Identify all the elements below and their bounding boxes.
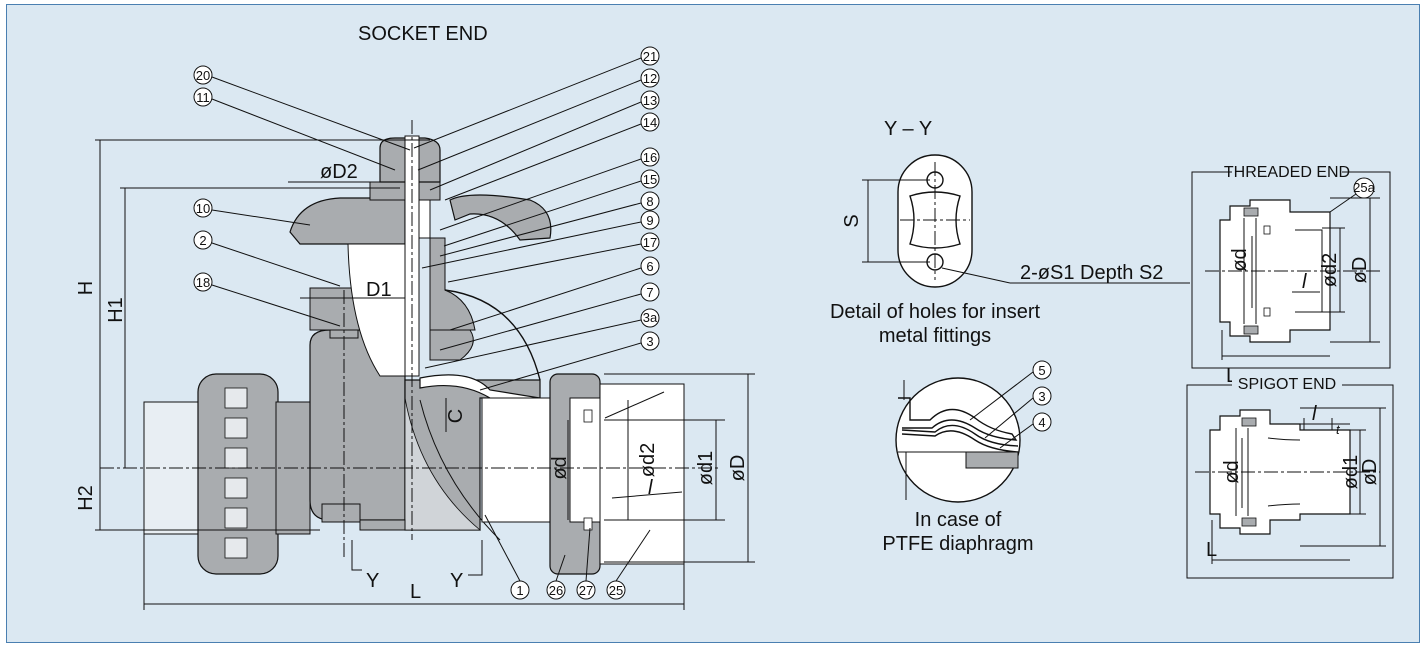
dim-holes: 2-øS1 Depth S2 [1020,262,1163,284]
section-mark-Y-left: Y [366,570,379,592]
part-6: 6 [646,259,653,274]
section-mark-Y-right: Y [450,570,463,592]
part-26: 26 [549,583,563,598]
spigot-dim-t: t [1336,422,1341,437]
threaded-dim-D: øD [1349,257,1371,284]
dim-H1: H1 [105,297,127,323]
section-yy-title: Y – Y [884,118,932,140]
dim-H: H [75,281,97,295]
section-yy-view: Y – Y S 2-øS1 Depth S2 Detail of holes f… [830,118,1190,347]
insert-caption-line2: metal fittings [879,325,991,347]
ptfe-part-4: 4 [1038,415,1045,430]
part-20: 20 [196,68,210,83]
part-21: 21 [643,49,657,64]
right-union [481,373,685,575]
spigot-dim-D: øD [1359,459,1381,486]
part-7: 7 [646,285,653,300]
left-union-nut [143,373,311,575]
part-11: 11 [196,90,210,105]
dim-d2: ød2 [637,443,659,477]
dim-l: l [648,477,653,499]
part-10: 10 [196,201,210,216]
dim-D1: D1 [366,279,392,301]
part-3a: 3a [643,310,658,325]
socket-end-title: SOCKET END [358,23,488,45]
insert-caption-line1: Detail of holes for insert [830,301,1041,323]
part-14: 14 [643,115,657,130]
ptfe-caption-line1: In case of [915,509,1002,531]
part-18: 18 [196,275,210,290]
part-1: 1 [516,583,523,598]
dim-H2: H2 [75,485,97,511]
part-17: 17 [643,235,657,250]
part-2: 2 [199,233,206,248]
dim-S: S [841,214,863,227]
dim-D: øD [727,455,749,482]
threaded-part-25a: 25a [1353,180,1375,195]
part-16: 16 [643,150,657,165]
spigot-dim-L: L [1206,539,1217,561]
spigot-dim-l: l [1312,403,1317,425]
part-3: 3 [646,334,653,349]
ptfe-part-3: 3 [1038,389,1045,404]
threaded-end-view: THREADED END ød ød2 øD l L 25a [1191,162,1391,387]
threaded-dim-L: L [1226,365,1237,387]
spigot-end-title: SPIGOT END [1238,376,1336,393]
part-13: 13 [643,93,657,108]
main-dimension-lines [95,139,755,610]
threaded-dim-d2: ød2 [1319,253,1341,287]
spigot-dim-d1: ød1 [1340,455,1362,489]
spigot-dim-d: ød [1221,460,1243,483]
threaded-end-title: THREADED END [1224,164,1350,181]
dim-L: L [410,581,421,603]
main-valve-view: SOCKET END [75,23,755,610]
dim-C: C [445,409,467,423]
dim-d1: ød1 [695,451,717,485]
part-8: 8 [646,194,653,209]
part-12: 12 [643,71,657,86]
part-9: 9 [646,213,653,228]
ptfe-part-5: 5 [1038,363,1045,378]
spigot-end-view: SPIGOT END ød l t ød1 øD L [1186,374,1394,579]
part-balloons: 20 11 10 2 18 21 12 13 14 16 15 8 9 [193,46,660,600]
ptfe-detail-view: 5 3 4 In case of PTFE diaphragm [882,360,1052,555]
ptfe-caption-line2: PTFE diaphragm [882,533,1033,555]
part-25: 25 [609,583,623,598]
part-27: 27 [579,583,593,598]
threaded-dim-l: l [1302,271,1307,293]
part-15: 15 [643,172,657,187]
bonnet-handwheel [289,135,552,405]
threaded-dim-d: ød [1229,248,1251,271]
dim-d: ød [549,456,571,479]
dim-D2: øD2 [320,161,358,183]
